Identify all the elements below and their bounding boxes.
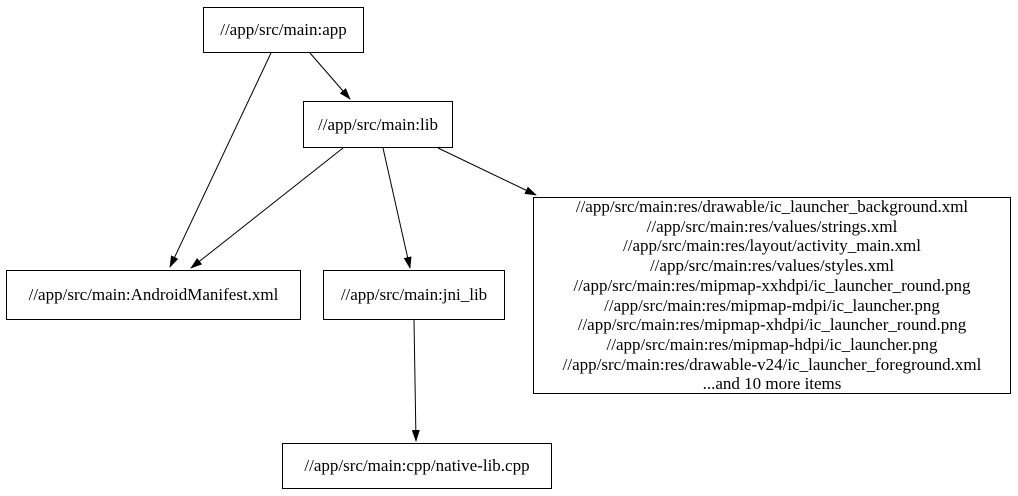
node-app: //app/src/main:app — [203, 7, 364, 53]
edge-jni-lib-to-native-lib — [411, 319, 420, 442]
node-lib: //app/src/main:lib — [303, 101, 453, 148]
edge-app-to-androidmanifest — [169, 52, 272, 268]
node-app-label: //app/src/main:app — [220, 20, 347, 40]
edge-app-to-lib — [309, 52, 351, 100]
res-file-label: //app/src/main:res/values/styles.xml — [649, 256, 895, 276]
edge-lib-to-androidmanifest — [190, 147, 344, 269]
res-file-label: //app/src/main:res/drawable-v24/ic_launc… — [562, 354, 982, 374]
node-android-manifest-label: //app/src/main:AndroidManifest.xml — [28, 285, 279, 305]
node-native-lib-cpp: //app/src/main:cpp/native-lib.cpp — [282, 443, 552, 489]
node-jni-lib-label: //app/src/main:jni_lib — [340, 285, 488, 305]
res-file-label: //app/src/main:res/mipmap-hdpi/ic_launch… — [606, 334, 938, 354]
node-native-lib-cpp-label: //app/src/main:cpp/native-lib.cpp — [304, 456, 530, 476]
res-file-label: //app/src/main:res/mipmap-mdpi/ic_launch… — [604, 295, 940, 315]
res-file-label: //app/src/main:res/layout/activity_main.… — [623, 236, 921, 256]
node-jni-lib: //app/src/main:jni_lib — [323, 270, 505, 320]
edge-lib-to-jni-lib — [382, 147, 412, 269]
edge-lib-to-res-files — [437, 147, 537, 196]
res-file-label: //app/src/main:res/mipmap-xxhdpi/ic_laun… — [573, 275, 971, 295]
node-res-files: //app/src/main:res/drawable/ic_launcher_… — [533, 197, 1011, 394]
node-lib-label: //app/src/main:lib — [318, 114, 438, 134]
res-file-label: //app/src/main:res/drawable/ic_launcher_… — [575, 196, 969, 216]
node-android-manifest: //app/src/main:AndroidManifest.xml — [6, 270, 301, 320]
res-more-items-label: ...and 10 more items — [702, 374, 842, 394]
res-file-label: //app/src/main:res/mipmap-xhdpi/ic_launc… — [577, 315, 967, 335]
res-file-label: //app/src/main:res/values/strings.xml — [646, 216, 898, 236]
